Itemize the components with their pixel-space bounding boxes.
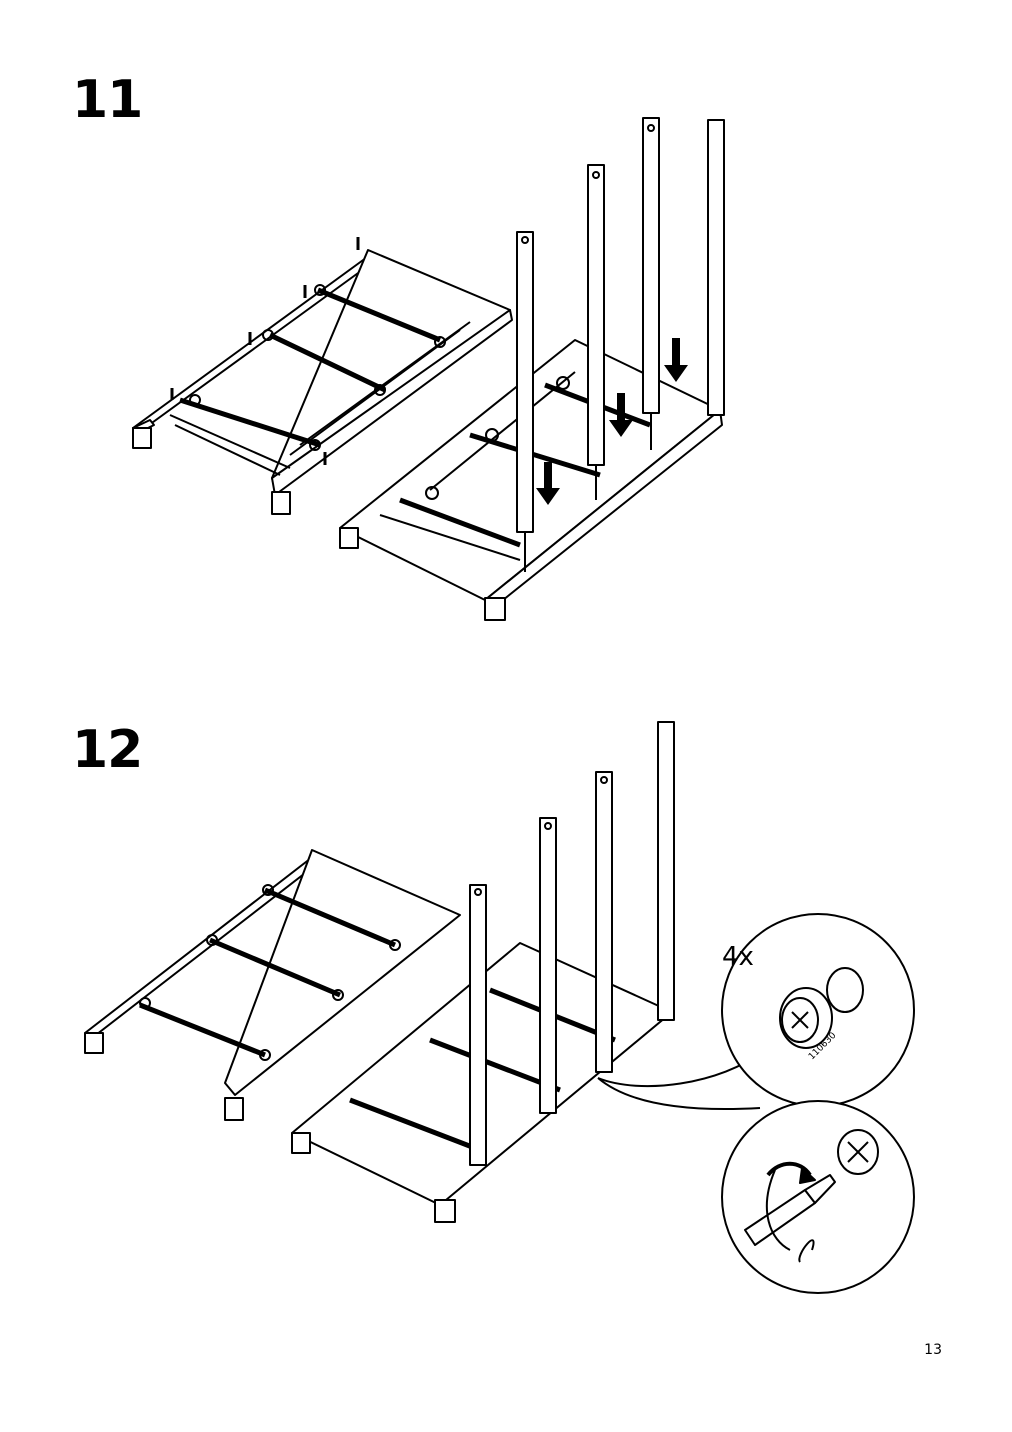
quantity-label: 4x <box>722 942 754 972</box>
page-number: 13 <box>924 1342 942 1358</box>
step-12-number: 12 <box>72 720 143 780</box>
screwdriver-callout <box>721 1100 915 1294</box>
cam-lock-icon <box>779 967 864 1049</box>
step-11-number: 11 <box>72 70 143 130</box>
legs <box>516 117 725 572</box>
cam-head-icon <box>837 1129 879 1175</box>
left-frame-step12 <box>84 849 461 1121</box>
part-number: 110630 <box>807 1031 839 1063</box>
right-frame-step12 <box>291 942 673 1223</box>
arrow-down-icon <box>536 338 688 505</box>
rotate-arrow-icon <box>766 1161 816 1184</box>
left-frame <box>132 237 513 515</box>
step-11-illustration <box>132 117 725 621</box>
legs-installed <box>469 721 675 1166</box>
screwdriver-icon <box>744 1169 836 1263</box>
